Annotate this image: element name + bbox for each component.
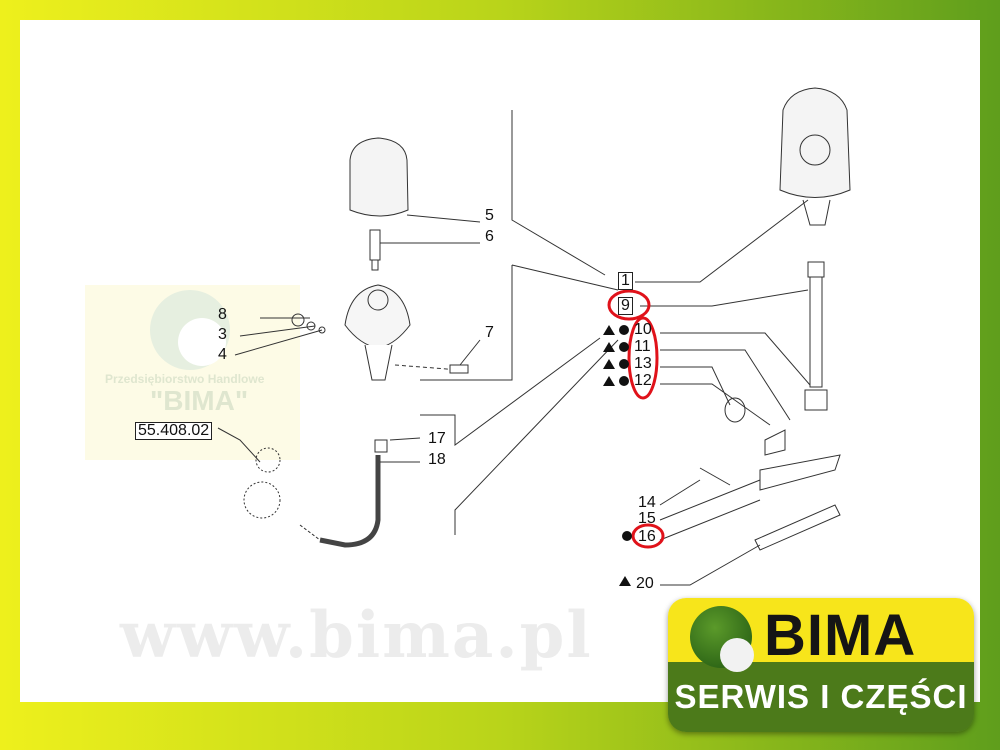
watermark-name: "BIMA" [150,385,249,416]
callout-16: 16 [638,528,656,545]
bima-logo: BIMA SERWIS I CZĘŚCI [668,598,974,732]
callout-17: 17 [428,430,446,447]
callout-3: 3 [218,326,227,343]
callout-20: 20 [636,575,654,592]
callout-8: 8 [218,306,227,323]
callout-1: 1 [618,272,633,290]
callout-5: 5 [485,207,494,224]
reference-number: 55.408.02 [135,422,213,440]
callout-18: 18 [428,451,446,468]
callout-12: 12 [634,372,652,389]
watermark-company: Przedsiębiorstwo Handlowe [105,372,265,386]
logo-top: BIMA [668,598,974,672]
callout-6: 6 [485,228,494,245]
logo-tagline: SERWIS I CZĘŚCI [668,662,974,732]
watermark-url: www.bima.pl [120,598,593,673]
callout-4: 4 [218,346,227,363]
callout-7: 7 [485,324,494,341]
watermark-logo-ball [178,318,226,366]
callout-14: 14 [638,494,656,511]
callout-15: 15 [638,510,656,527]
callout-11: 11 [634,338,651,355]
callout-13: 13 [634,355,652,372]
logo-ball-highlight [720,638,754,672]
callout-10: 10 [634,321,652,338]
logo-name: BIMA [764,603,917,668]
callout-9: 9 [618,297,633,315]
